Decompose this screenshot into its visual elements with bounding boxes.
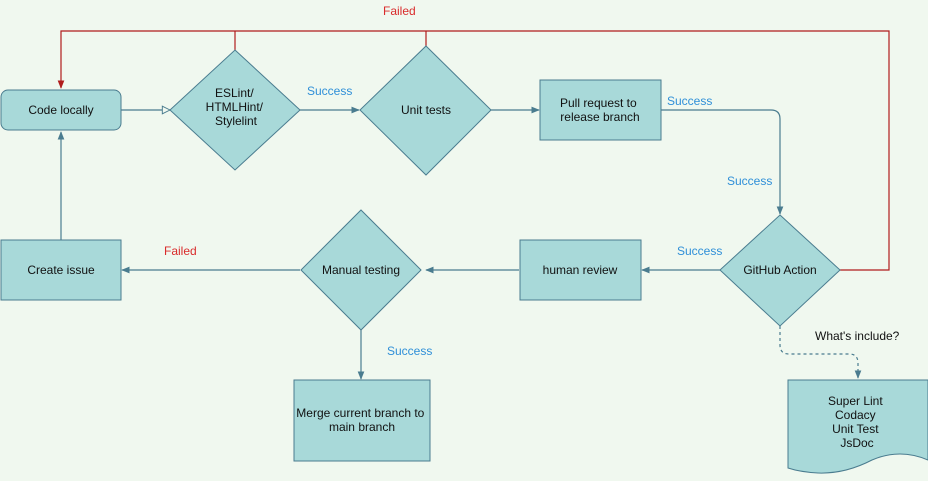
- success-action-review-label: Success: [677, 244, 722, 258]
- tools-label: Super Lint Codacy Unit Test JsDoc: [828, 394, 886, 450]
- create-issue-label: Create issue: [27, 263, 95, 277]
- human-review-node[interactable]: [519, 239, 642, 301]
- eslint-label: ESLint/ HTMLHint/ Stylelint: [206, 86, 267, 128]
- pull-request-label: Pull request to release branch: [560, 96, 640, 124]
- create-issue-node[interactable]: [0, 239, 122, 301]
- edge-pr-to-action: [661, 109, 784, 215]
- manual-testing-label: Manual testing: [322, 263, 400, 277]
- edge-action-to-tools: [779, 326, 862, 379]
- tools-line-4: JsDoc: [840, 436, 873, 450]
- merge-label: Merge current branch to main branch: [296, 406, 427, 434]
- eslint-decision[interactable]: [169, 49, 301, 171]
- merge-label-line-2: main branch: [329, 420, 395, 434]
- tools-line-2: Codacy: [835, 408, 876, 422]
- tools-document-node[interactable]: [787, 379, 928, 474]
- pull-request-node[interactable]: [539, 79, 662, 141]
- unit-tests-label: Unit tests: [401, 103, 451, 117]
- success-eslint-unittests-label: Success: [307, 84, 352, 98]
- github-action-label: GitHub Action: [743, 263, 816, 277]
- eslint-label-line-3: Stylelint: [215, 114, 258, 128]
- manual-testing-decision[interactable]: [300, 209, 422, 331]
- eslint-label-line-1: ESLint/: [215, 86, 254, 100]
- whats-include-label: What's include?: [815, 329, 900, 343]
- tools-line-3: Unit Test: [832, 422, 879, 436]
- merge-node[interactable]: [293, 379, 431, 462]
- eslint-label-line-2: HTMLHint/: [206, 100, 264, 114]
- failed-manual-label: Failed: [164, 244, 197, 258]
- pull-request-label-line-1: Pull request to: [560, 96, 637, 110]
- code-locally-label: Code locally: [28, 103, 93, 117]
- failed-loop-edge: [57, 30, 890, 271]
- tools-line-1: Super Lint: [828, 394, 883, 408]
- failed-top-label: Failed: [383, 4, 416, 18]
- github-action-decision[interactable]: [719, 214, 841, 327]
- success-manual-merge-label: Success: [387, 344, 432, 358]
- merge-label-line-1: Merge current branch to: [296, 406, 424, 420]
- unit-tests-decision[interactable]: [359, 45, 492, 176]
- pull-request-label-line-2: release branch: [560, 110, 639, 124]
- code-locally-node[interactable]: [0, 89, 122, 131]
- success-to-action-label: Success: [727, 174, 772, 188]
- human-review-label: human review: [543, 263, 618, 277]
- success-pr-label: Success: [667, 94, 712, 108]
